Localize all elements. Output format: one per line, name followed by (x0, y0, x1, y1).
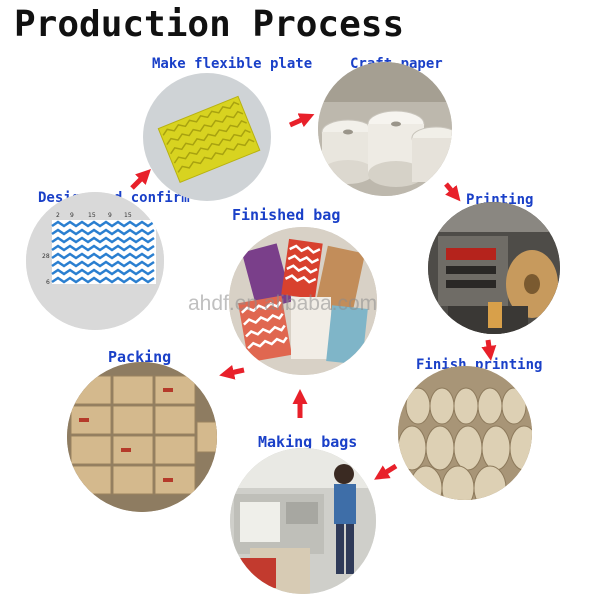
design-tick-left: 6 (46, 279, 50, 286)
design-tick-top: 2 (56, 212, 60, 219)
arrow-finished-to-packing (219, 364, 245, 380)
design-tick-left: 28 (42, 253, 50, 260)
design-tick-top: 9 (108, 212, 112, 219)
label-packing: Packing (108, 348, 172, 366)
label-finished-bag: Finished bag (232, 206, 341, 224)
printing-machine-photo (428, 202, 560, 334)
bag-making-machine-photo (230, 448, 376, 594)
arrow-finish-to-making (374, 463, 398, 480)
finished-rolls-photo (398, 366, 532, 500)
arrow-plate-to-paper (288, 113, 315, 128)
arrow-printing-to-finish (481, 339, 497, 361)
design-tick-top: 15 (124, 212, 132, 219)
design-tick-top: 15 (88, 212, 96, 219)
packing-boxes-photo (67, 362, 217, 512)
arrow-design-to-plate (130, 169, 151, 190)
watermark: ahdf.en.alibaba.com (188, 292, 378, 315)
label-make-flexible-plate: Make flexible plate (152, 56, 313, 72)
label-making-bags: Making bags (258, 433, 358, 451)
craft-paper-photo (318, 62, 452, 196)
flexible-plate-photo (143, 73, 271, 201)
design-tick-top: 9 (70, 212, 74, 219)
arrow-paper-to-printing (444, 182, 461, 202)
page-title: Production Process (14, 4, 405, 45)
finished-bags-photo (229, 227, 377, 375)
design-pattern-photo: 2 9 15 9 15 28 6 (26, 192, 164, 330)
